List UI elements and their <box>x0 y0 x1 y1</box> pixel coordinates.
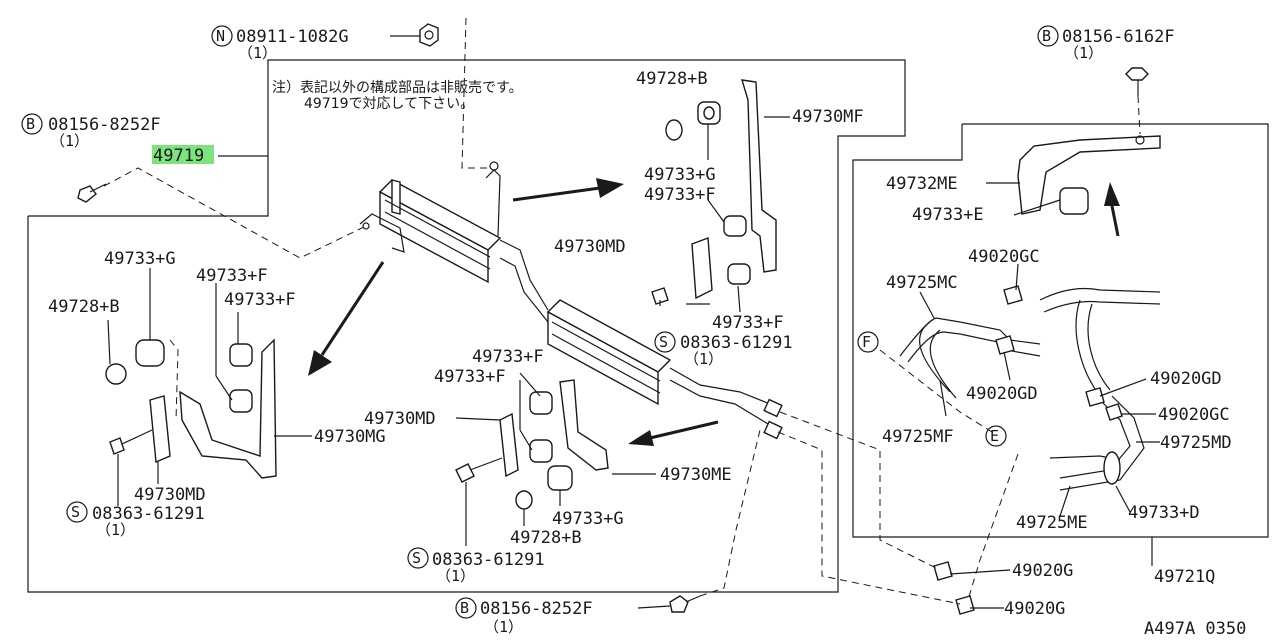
part-label-49733F-left-2[interactable]: 49733+F <box>224 290 296 310</box>
svg-text:S: S <box>71 503 80 521</box>
direction-arrows <box>308 178 1120 446</box>
svg-text:E: E <box>990 427 999 445</box>
bolt-08911-1082G <box>419 23 439 47</box>
part-label-49733E[interactable]: 49733+E <box>912 205 984 225</box>
part-label-49725MF[interactable]: 49725MF <box>882 427 954 447</box>
leader-lines <box>107 35 1160 609</box>
bolt-top-left <box>77 183 107 203</box>
marker-s-left: S <box>66 501 88 523</box>
part-label-08911-1082G[interactable]: 08911-1082G <box>236 27 349 47</box>
part-label-49733F-center-1[interactable]: 49733+F <box>472 347 544 367</box>
svg-text:F: F <box>862 333 871 351</box>
part-label-49733F-mid[interactable]: 49733+F <box>712 313 784 333</box>
bolt-08156-6162F <box>1125 67 1149 96</box>
part-label-49730ME[interactable]: 49730ME <box>660 465 732 485</box>
part-label-08363-61291-left[interactable]: 08363-61291 <box>92 504 205 524</box>
svg-text:B: B <box>26 115 35 133</box>
qty-label-08156-8252F-bottom: （1） <box>484 618 523 636</box>
marker-b-bottom: B <box>455 597 477 619</box>
marker-b-top-right: B <box>1037 25 1059 47</box>
marker-s-top: S <box>654 331 676 353</box>
diagram-code: A497A 0350 <box>1144 619 1246 639</box>
note-line-1: 注）表記以外の構成部品は非販売です。 <box>272 79 523 96</box>
part-label-08156-8252F-bottom[interactable]: 08156-8252F <box>480 599 593 619</box>
part-label-49020GD-right[interactable]: 49020GD <box>1150 369 1222 389</box>
part-label-49730MD-top[interactable]: 49730MD <box>554 237 626 257</box>
part-label-49733G-left[interactable]: 49733+G <box>104 249 176 269</box>
marker-n: N <box>211 25 233 47</box>
part-label-49730MG[interactable]: 49730MG <box>314 427 386 447</box>
part-label-49728B-center[interactable]: 49728+B <box>510 528 582 548</box>
part-label-49728B-left[interactable]: 49728+B <box>48 297 120 317</box>
part-label-08363-61291-center[interactable]: 08363-61291 <box>432 550 545 570</box>
bolt-bottom <box>669 595 701 613</box>
part-label-49020G-2[interactable]: 49020G <box>1004 599 1065 619</box>
oil-cooler-drawing <box>359 161 783 440</box>
part-label-49733F-left-1[interactable]: 49733+F <box>196 266 268 286</box>
qty-label-08363-61291-center: （1） <box>436 567 475 585</box>
marker-b-top-left: B <box>21 113 43 135</box>
marker-e: E <box>985 425 1007 447</box>
part-label-49728B-top[interactable]: 49728+B <box>636 69 708 89</box>
part-label-49733F-top[interactable]: 49733+F <box>644 185 716 205</box>
bracket-group-center <box>455 379 609 510</box>
qty-label-08363-61291-top: （1） <box>684 350 723 368</box>
part-label-08156-8252F-top[interactable]: 08156-8252F <box>48 115 161 135</box>
part-label-49725ME[interactable]: 49725ME <box>1016 513 1088 533</box>
svg-text:N: N <box>216 27 225 45</box>
part-label-49721Q[interactable]: 49721Q <box>1154 567 1215 587</box>
qty-label-08156-6162F: （1） <box>1064 44 1103 62</box>
main-assembly-frame <box>27 59 906 593</box>
part-label-49020GC-right[interactable]: 49020GC <box>1158 405 1230 425</box>
svg-text:S: S <box>659 333 668 351</box>
part-label-49730MD-left[interactable]: 49730MD <box>134 485 206 505</box>
svg-text:B: B <box>1042 27 1051 45</box>
hose-assembly-frame <box>852 123 1269 538</box>
part-label-49733F-center-2[interactable]: 49733+F <box>434 367 506 387</box>
part-label-49725MC[interactable]: 49725MC <box>886 273 958 293</box>
qty-label-08363-61291-left: （1） <box>96 521 135 539</box>
part-label-49719[interactable]: 49719 <box>153 146 204 166</box>
reference-lines <box>103 17 1141 605</box>
part-label-49732ME[interactable]: 49732ME <box>886 174 958 194</box>
part-label-49020GC-top[interactable]: 49020GC <box>968 247 1040 267</box>
part-label-49725MD[interactable]: 49725MD <box>1160 433 1232 453</box>
part-label-08156-6162F[interactable]: 08156-6162F <box>1062 27 1175 47</box>
hose-assembly-drawing <box>899 135 1161 615</box>
part-label-49020GD-mid[interactable]: 49020GD <box>966 384 1038 404</box>
bracket-group-top <box>651 79 777 306</box>
part-label-49733D[interactable]: 49733+D <box>1128 503 1200 523</box>
marker-s-center: S <box>407 547 429 569</box>
part-label-49020G-1[interactable]: 49020G <box>1012 561 1073 581</box>
svg-text:S: S <box>412 549 421 567</box>
svg-text:B: B <box>460 599 469 617</box>
bracket-group-left <box>105 338 277 479</box>
part-label-49730MF[interactable]: 49730MF <box>792 107 864 127</box>
part-label-49730MD-center[interactable]: 49730MD <box>364 409 436 429</box>
note-line-2: 49719で対応して下さい。 <box>304 96 474 112</box>
part-label-49733G-center[interactable]: 49733+G <box>552 509 624 529</box>
part-label-08363-61291-top[interactable]: 08363-61291 <box>680 333 793 353</box>
marker-f: F <box>857 331 879 353</box>
qty-label-08156-8252F-top: （1） <box>50 132 89 150</box>
qty-label-08911-1082G: （1） <box>238 44 277 62</box>
part-highlight <box>152 145 214 164</box>
part-label-49733G-top[interactable]: 49733+G <box>644 165 716 185</box>
